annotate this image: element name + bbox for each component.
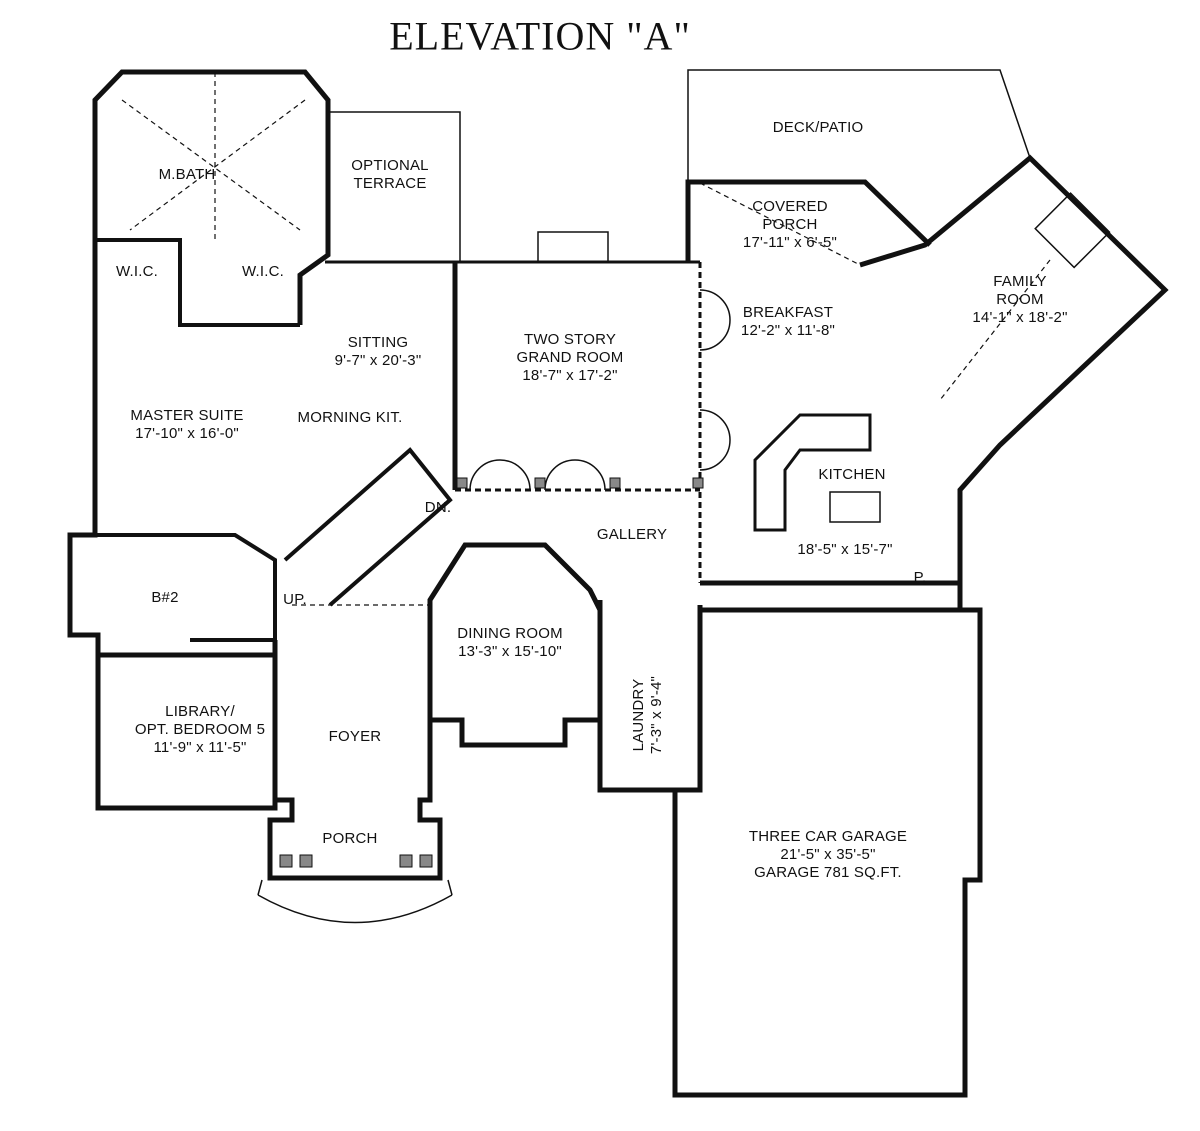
room-name: OPT. BEDROOM 5 <box>134 721 266 738</box>
room-name: GALLERY <box>596 526 668 543</box>
stair-down-label: DN. <box>425 499 451 517</box>
room-name: TERRACE <box>353 175 427 192</box>
room-name: SITTING <box>347 334 409 351</box>
room-name: B#2 <box>151 589 179 606</box>
fireplace-family <box>1034 192 1111 269</box>
master-bath-walls <box>92 69 331 330</box>
room-dimensions: 18'-5" x 15'-7" <box>797 541 893 558</box>
room-dimensions: 12'-2" x 11'-8" <box>740 322 836 339</box>
room-dimensions: 17'-10" x 16'-0" <box>135 425 239 442</box>
room-label-wic-2: W.I.C. <box>242 263 284 281</box>
master-suite-walls <box>67 330 125 811</box>
staircase <box>283 447 453 607</box>
laundry-walls <box>597 600 703 793</box>
garage-area: GARAGE 781 SQ.FT. <box>754 864 902 881</box>
room-dimensions: 13'-3" x 15'-10" <box>458 643 562 660</box>
room-name: ROOM <box>996 291 1044 308</box>
room-name: P. <box>913 569 927 586</box>
room-dimensions: 14'-1" x 18'-2" <box>972 309 1068 326</box>
fireplace-grand <box>537 231 609 263</box>
room-name: W.I.C. <box>241 263 285 280</box>
room-dimensions: 7'-3" x 9'-4" <box>648 675 665 755</box>
stair-up-label: UP. <box>283 591 307 609</box>
room-label-kitchen: KITCHEN <box>818 466 885 484</box>
room-label-gallery: GALLERY <box>597 526 667 544</box>
room-dimensions: 18'-7" x 17'-2" <box>522 367 618 384</box>
room-name: LAUNDRY <box>630 678 647 752</box>
room-label-pantry: P. <box>914 569 927 587</box>
cooktop <box>829 491 881 523</box>
room-name: MASTER SUITE <box>130 407 244 424</box>
room-dimensions: 11'-9" x 11'-5" <box>153 739 247 756</box>
bath2-walls <box>70 533 277 642</box>
room-name: M.BATH <box>158 166 216 183</box>
covered-porch-walls <box>685 179 932 262</box>
room-name: DINING ROOM <box>457 625 563 642</box>
terrace-outline <box>328 111 461 262</box>
room-name: UP. <box>283 591 307 608</box>
room-name: COVERED <box>752 198 828 215</box>
room-name: FOYER <box>328 728 382 745</box>
garage-walls <box>672 607 983 1098</box>
room-name: THREE CAR GARAGE <box>748 828 908 845</box>
room-name: W.I.C. <box>115 263 159 280</box>
room-name: MORNING KIT. <box>297 409 403 426</box>
room-name: KITCHEN <box>818 466 886 483</box>
room-name: DECK/PATIO <box>772 119 864 136</box>
room-name: LIBRARY/ <box>165 703 235 720</box>
deck-patio-outline <box>687 69 1031 182</box>
room-label-foyer: FOYER <box>329 728 382 746</box>
room-dimensions: 17'-11" x 6'-5" <box>742 234 838 251</box>
room-label-master-bath: M.BATH <box>159 166 216 184</box>
room-name: PORCH <box>762 216 818 233</box>
room-dimensions: 9'-7" x 20'-3" <box>334 352 422 369</box>
room-label-deck-patio: DECK/PATIO <box>773 119 864 137</box>
room-name: DN. <box>424 499 452 516</box>
room-label-bath-2: B#2 <box>151 589 178 607</box>
kitchen-dimensions: 18'-5" x 15'-7" <box>797 541 892 559</box>
room-name: OPTIONAL <box>351 157 429 174</box>
room-label-morning-kitchen: MORNING KIT. <box>298 409 403 427</box>
room-name: GRAND ROOM <box>516 349 624 366</box>
room-name: TWO STORY <box>523 331 617 348</box>
room-name: FAMILY <box>993 273 1047 290</box>
room-dimensions: 21'-5" x 35'-5" <box>780 846 876 863</box>
kitchen-walls <box>700 154 1169 586</box>
room-label-porch: PORCH <box>322 830 377 848</box>
front-steps <box>257 894 453 924</box>
elevation-title: ELEVATION "A" <box>389 13 691 59</box>
room-name: PORCH <box>322 830 378 847</box>
room-name: BREAKFAST <box>742 304 834 321</box>
kitchen-island <box>753 413 872 532</box>
room-label-wic-1: W.I.C. <box>116 263 158 281</box>
foyer-walls <box>267 690 443 881</box>
